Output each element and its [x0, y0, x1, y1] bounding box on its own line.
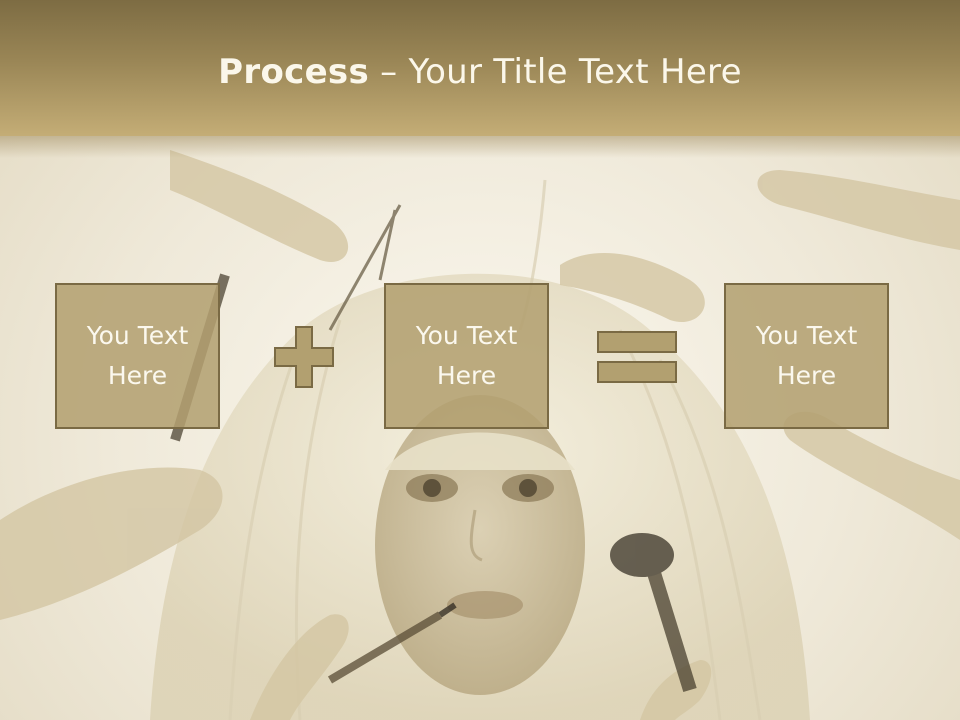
- process-box-3-label: You Text Here: [755, 321, 858, 390]
- process-box-2-label: You Text Here: [415, 321, 518, 390]
- equals-icon: [597, 331, 677, 383]
- plus-icon: [274, 326, 334, 388]
- title-band-shadow: [0, 136, 960, 158]
- slide-title: Process – Your Title Text Here: [0, 52, 960, 92]
- process-box-3[interactable]: You Text Here: [724, 283, 889, 429]
- process-box-1[interactable]: You Text Here: [55, 283, 220, 429]
- title-rest: – Your Title Text Here: [369, 52, 742, 92]
- title-band: [0, 0, 960, 136]
- process-box-1-label: You Text Here: [86, 321, 189, 390]
- process-box-2[interactable]: You Text Here: [384, 283, 549, 429]
- title-bold: Process: [218, 52, 370, 92]
